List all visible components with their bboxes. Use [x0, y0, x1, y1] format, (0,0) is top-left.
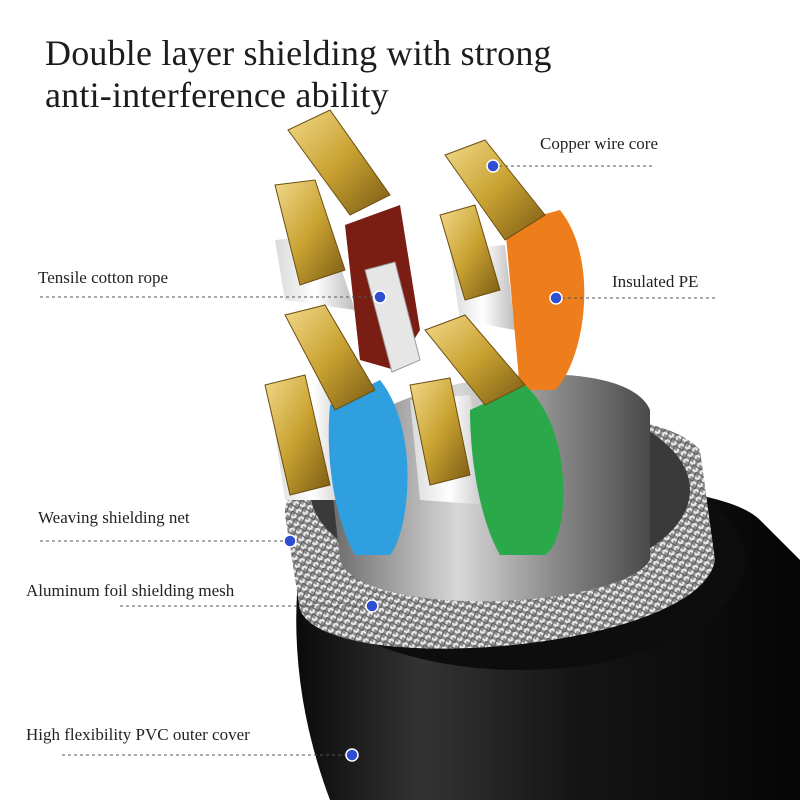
headline-line-2: anti-interference ability [45, 75, 389, 115]
weave-marker [283, 534, 297, 548]
callout-markers [283, 159, 563, 762]
copper-cores [264, 109, 546, 496]
label-aluminum-foil-shielding-mesh: Aluminum foil shielding mesh [26, 581, 235, 600]
label-weaving-shielding-net: Weaving shielding net [38, 508, 190, 527]
label-tensile-cotton-rope: Tensile cotton rope [38, 268, 169, 287]
callout-leaders [40, 165, 715, 756]
label-pvc-outer-cover: High flexibility PVC outer cover [26, 725, 250, 744]
label-insulated-pe: Insulated PE [612, 272, 699, 291]
insulated-wires [328, 205, 585, 555]
pe-marker [549, 291, 563, 305]
label-copper-wire-core: Copper wire core [540, 134, 659, 153]
headline: Double layer shielding with strong anti-… [45, 32, 552, 116]
foil-marker [365, 599, 379, 613]
rope-marker [373, 290, 387, 304]
headline-line-1: Double layer shielding with strong [45, 33, 552, 73]
pvc-marker [345, 748, 359, 762]
cotton-rope [364, 261, 421, 373]
copper-marker [486, 159, 500, 173]
